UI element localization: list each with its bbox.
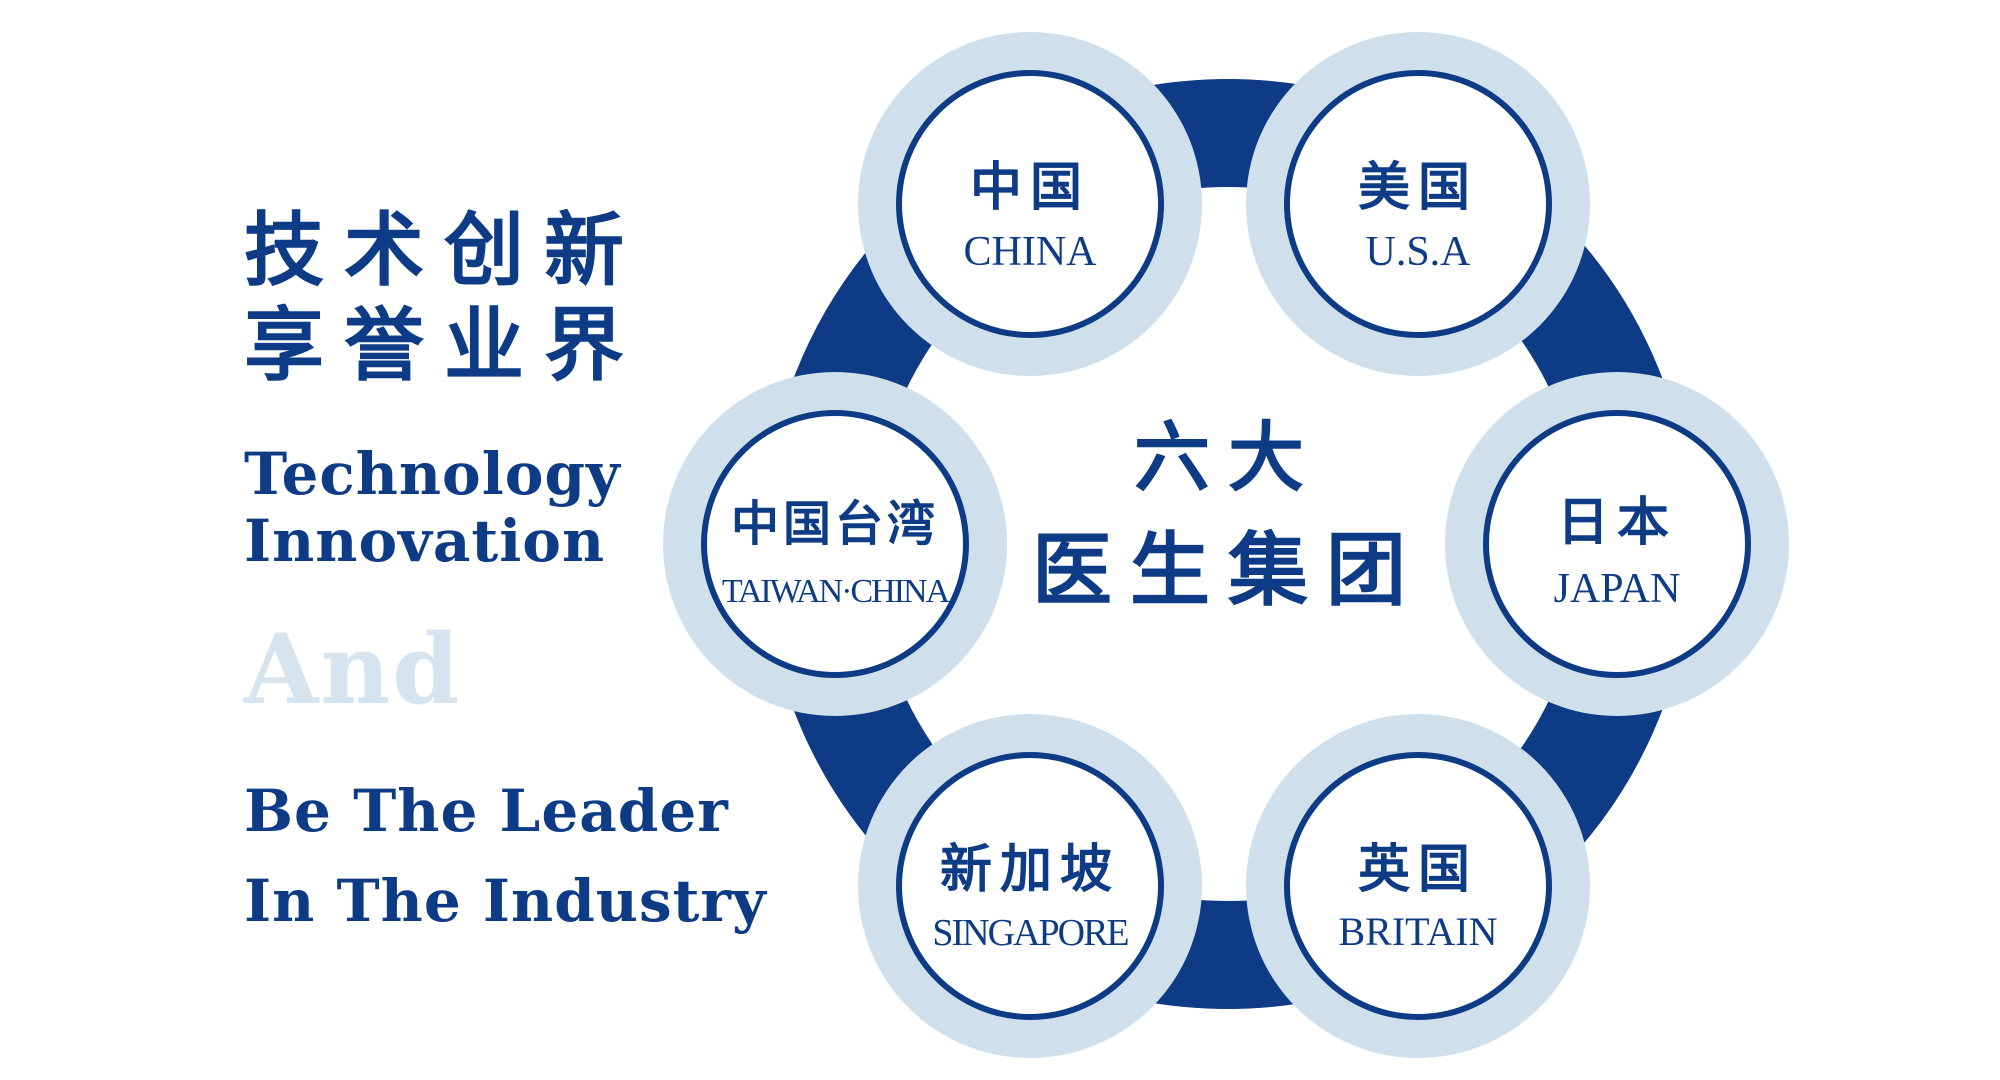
center-label-line1: 六大 bbox=[1134, 413, 1322, 502]
node-label-cn: 新加坡 bbox=[940, 839, 1120, 900]
headline-en-and: And bbox=[244, 613, 462, 726]
node-singapore: 新加坡 SINGAPORE bbox=[858, 714, 1202, 1058]
node-inner-circle bbox=[1483, 410, 1751, 678]
headline-cn-line2: 享誉业界 bbox=[244, 298, 644, 392]
headline-en-be-the-leader: Be The Leader bbox=[244, 777, 729, 845]
node-taiwan-china: 中国台湾 TAIWAN·CHINA bbox=[663, 372, 1007, 716]
node-label-en: CHINA bbox=[964, 229, 1098, 275]
headline-en-technology: Technology bbox=[244, 440, 621, 508]
node-label-en: JAPAN bbox=[1554, 566, 1681, 612]
node-label-en: U.S.A bbox=[1365, 229, 1471, 275]
node-japan: 日本 JAPAN bbox=[1445, 372, 1789, 716]
center-label-line2: 医生集团 bbox=[1032, 523, 1424, 617]
node-label-en: TAIWAN·CHINA bbox=[722, 573, 951, 610]
node-label-cn: 日本 bbox=[1557, 492, 1677, 553]
node-inner-circle bbox=[896, 752, 1164, 1020]
headline-en-innovation: Innovation bbox=[244, 507, 606, 575]
headline-cn-line1: 技术创新 bbox=[244, 203, 644, 297]
node-china: 中国 CHINA bbox=[858, 32, 1202, 376]
node-label-en: SINGAPORE bbox=[932, 912, 1128, 954]
node-inner-circle bbox=[701, 410, 969, 678]
node-label-cn: 英国 bbox=[1358, 839, 1478, 900]
node-inner-circle bbox=[1284, 70, 1552, 338]
node-inner-circle bbox=[896, 70, 1164, 338]
node-inner-circle bbox=[1284, 752, 1552, 1020]
node-label-en: BRITAIN bbox=[1338, 909, 1497, 954]
headline-en-in-the-industry: In The Industry bbox=[244, 867, 767, 935]
node-label-cn: 中国 bbox=[970, 157, 1090, 218]
node-britain: 英国 BRITAIN bbox=[1246, 714, 1590, 1058]
node-label-cn: 美国 bbox=[1358, 157, 1478, 218]
node-usa: 美国 U.S.A bbox=[1246, 32, 1590, 376]
node-label-cn: 中国台湾 bbox=[731, 496, 939, 552]
